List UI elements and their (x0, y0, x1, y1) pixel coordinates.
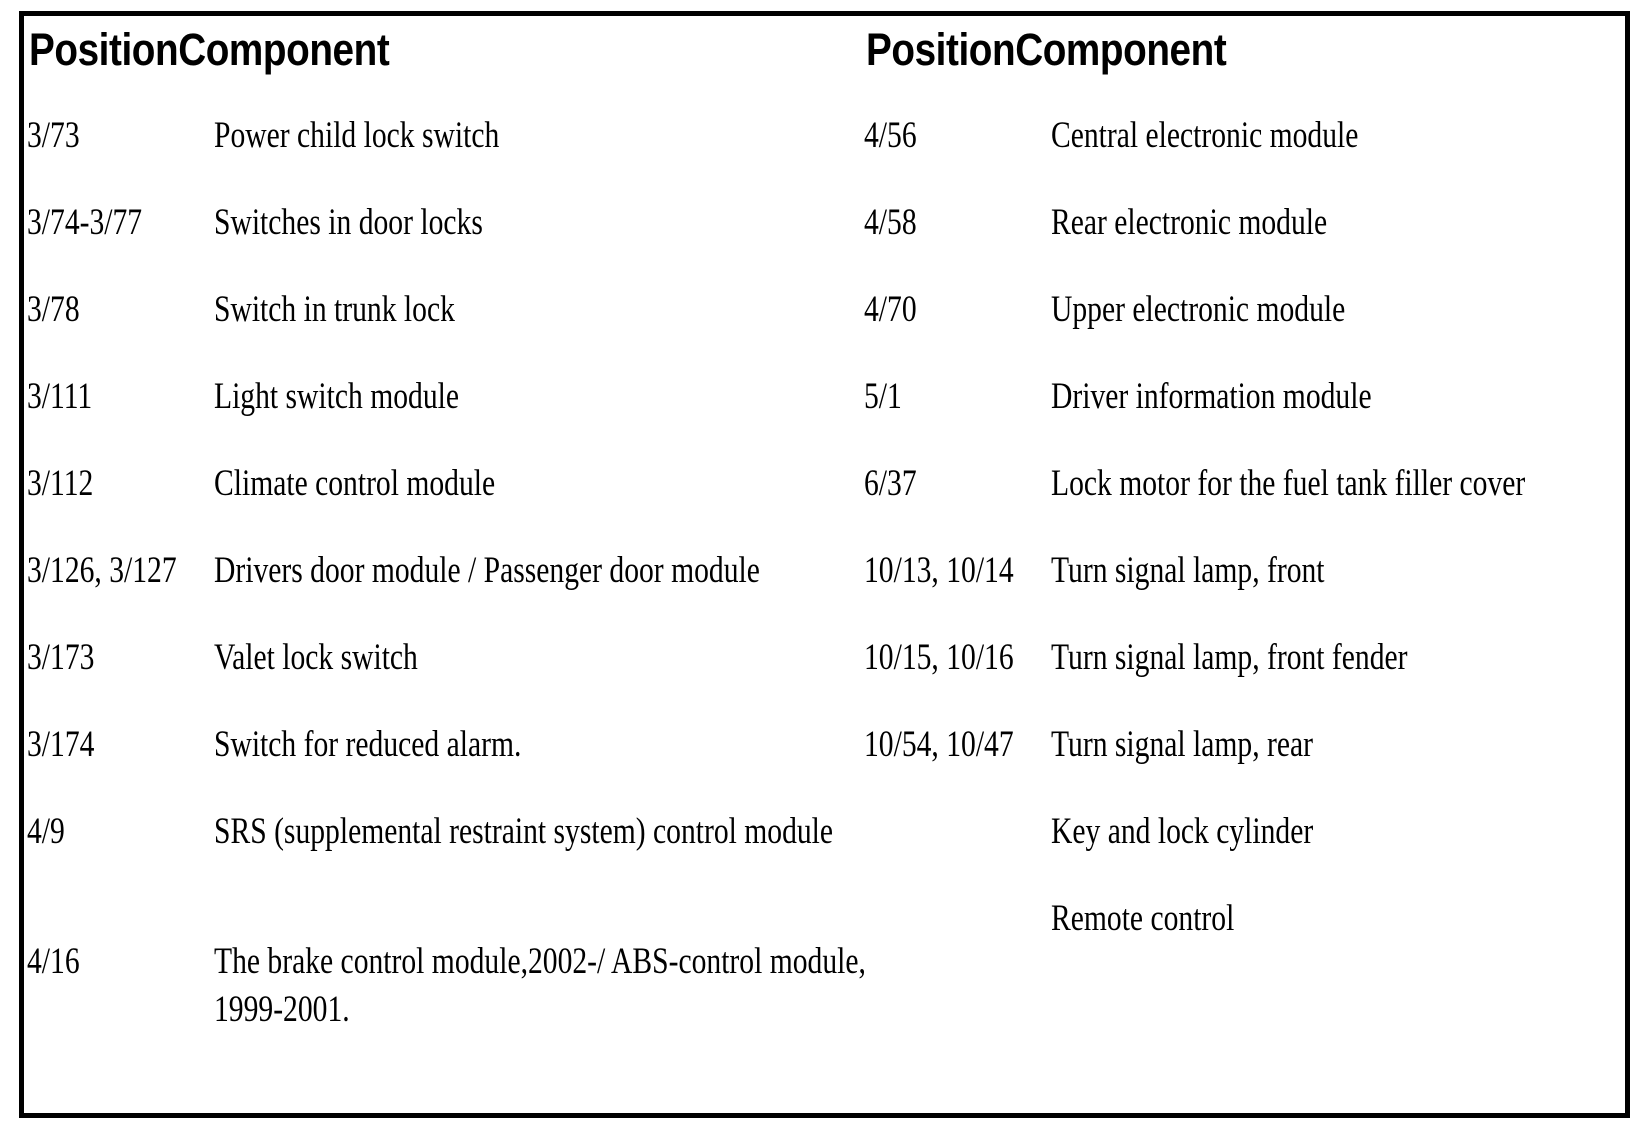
table-row: Remote control (848, 895, 1635, 982)
cell-component: Driver information module (1051, 376, 1372, 417)
right-header-component: Component (1015, 24, 1227, 75)
right-table-body: 4/56 Central electronic module 4/58 Rear el… (848, 112, 1635, 982)
table-row: 3/174 Switch for reduced alarm. (24, 721, 848, 808)
cell-component: Remote control (1051, 898, 1235, 939)
cell-component: Switch in trunk lock (214, 289, 455, 330)
cell-position: 5/1 (864, 376, 902, 417)
table-row: 5/1 Driver information module (848, 373, 1635, 460)
left-table-header-row: PositionComponent (29, 24, 390, 76)
left-table: PositionComponent 3/73 Power child lock s… (24, 16, 866, 1113)
table-row: 4/58 Rear electronic module (848, 199, 1635, 286)
cell-component: Valet lock switch (214, 637, 418, 678)
table-row: 3/78 Switch in trunk lock (24, 286, 848, 373)
cell-position: 3/174 (27, 724, 95, 765)
right-table-header-row: PositionComponent (866, 24, 1227, 76)
cell-component: Switches in door locks (214, 202, 483, 243)
cell-position: 6/37 (864, 463, 917, 504)
table-row: 10/54, 10/47 Turn signal lamp, rear (848, 721, 1635, 808)
cell-position: 3/111 (27, 376, 93, 417)
table-row: 3/73 Power child lock switch (24, 112, 848, 199)
cell-component: Turn signal lamp, rear (1051, 724, 1313, 765)
cell-position: 4/9 (27, 811, 65, 852)
cell-position: 10/54, 10/47 (864, 724, 1014, 765)
cell-position: 4/16 (27, 941, 80, 982)
cell-position: 10/13, 10/14 (864, 550, 1014, 591)
cell-component: Light switch module (214, 376, 459, 417)
table-row: 3/74-3/77 Switches in door locks (24, 199, 848, 286)
cell-position: 4/70 (864, 289, 917, 330)
table-row: Key and lock cylinder (848, 808, 1635, 895)
cell-component: Switch for reduced alarm. (214, 724, 522, 765)
cell-component: Turn signal lamp, front fender (1051, 637, 1408, 678)
cell-position: 3/126, 3/127 (27, 550, 177, 591)
cell-position: 3/112 (27, 463, 94, 504)
cell-component: Lock motor for the fuel tank filler cove… (1051, 463, 1526, 504)
cell-position: 4/56 (864, 115, 917, 156)
table-row: 4/9 SRS (supplemental restraint system) c… (24, 808, 848, 938)
cell-component: SRS (supplemental restraint system) cont… (214, 811, 834, 852)
cell-component: Key and lock cylinder (1051, 811, 1314, 852)
cell-component: Upper electronic module (1051, 289, 1346, 330)
table-row: 3/112 Climate control module (24, 460, 848, 547)
cell-component: Power child lock switch (214, 115, 500, 156)
table-row: 3/111 Light switch module (24, 373, 848, 460)
left-header-component: Component (178, 24, 390, 75)
table-row: 3/173 Valet lock switch (24, 634, 848, 721)
table-row: 10/15, 10/16 Turn signal lamp, front fend… (848, 634, 1635, 721)
cell-position: 3/74-3/77 (27, 202, 143, 243)
table-row: 4/56 Central electronic module (848, 112, 1635, 199)
table-row: 3/126, 3/127 Drivers door module / Passen… (24, 547, 848, 634)
cell-position: 4/58 (864, 202, 917, 243)
cell-component: Rear electronic module (1051, 202, 1328, 243)
cell-component: The brake control module,2002-/ ABS-cont… (214, 941, 874, 1030)
right-table: PositionComponent 4/56 Central electronic… (848, 16, 1635, 1113)
table-row: 10/13, 10/14 Turn signal lamp, front (848, 547, 1635, 634)
left-header-position: Position (29, 24, 179, 75)
cell-component: Central electronic module (1051, 115, 1359, 156)
cell-position: 10/15, 10/16 (864, 637, 1014, 678)
cell-position: 3/173 (27, 637, 95, 678)
cell-component: Drivers door module / Passenger door mod… (214, 550, 760, 591)
table-row: 4/70 Upper electronic module (848, 286, 1635, 373)
right-header-position: Position (866, 24, 1016, 75)
cell-component: Turn signal lamp, front (1051, 550, 1325, 591)
table-row: 6/37 Lock motor for the fuel tank filler … (848, 460, 1635, 547)
cell-position: 3/73 (27, 115, 80, 156)
cell-position: 3/78 (27, 289, 80, 330)
cell-component: Climate control module (214, 463, 496, 504)
